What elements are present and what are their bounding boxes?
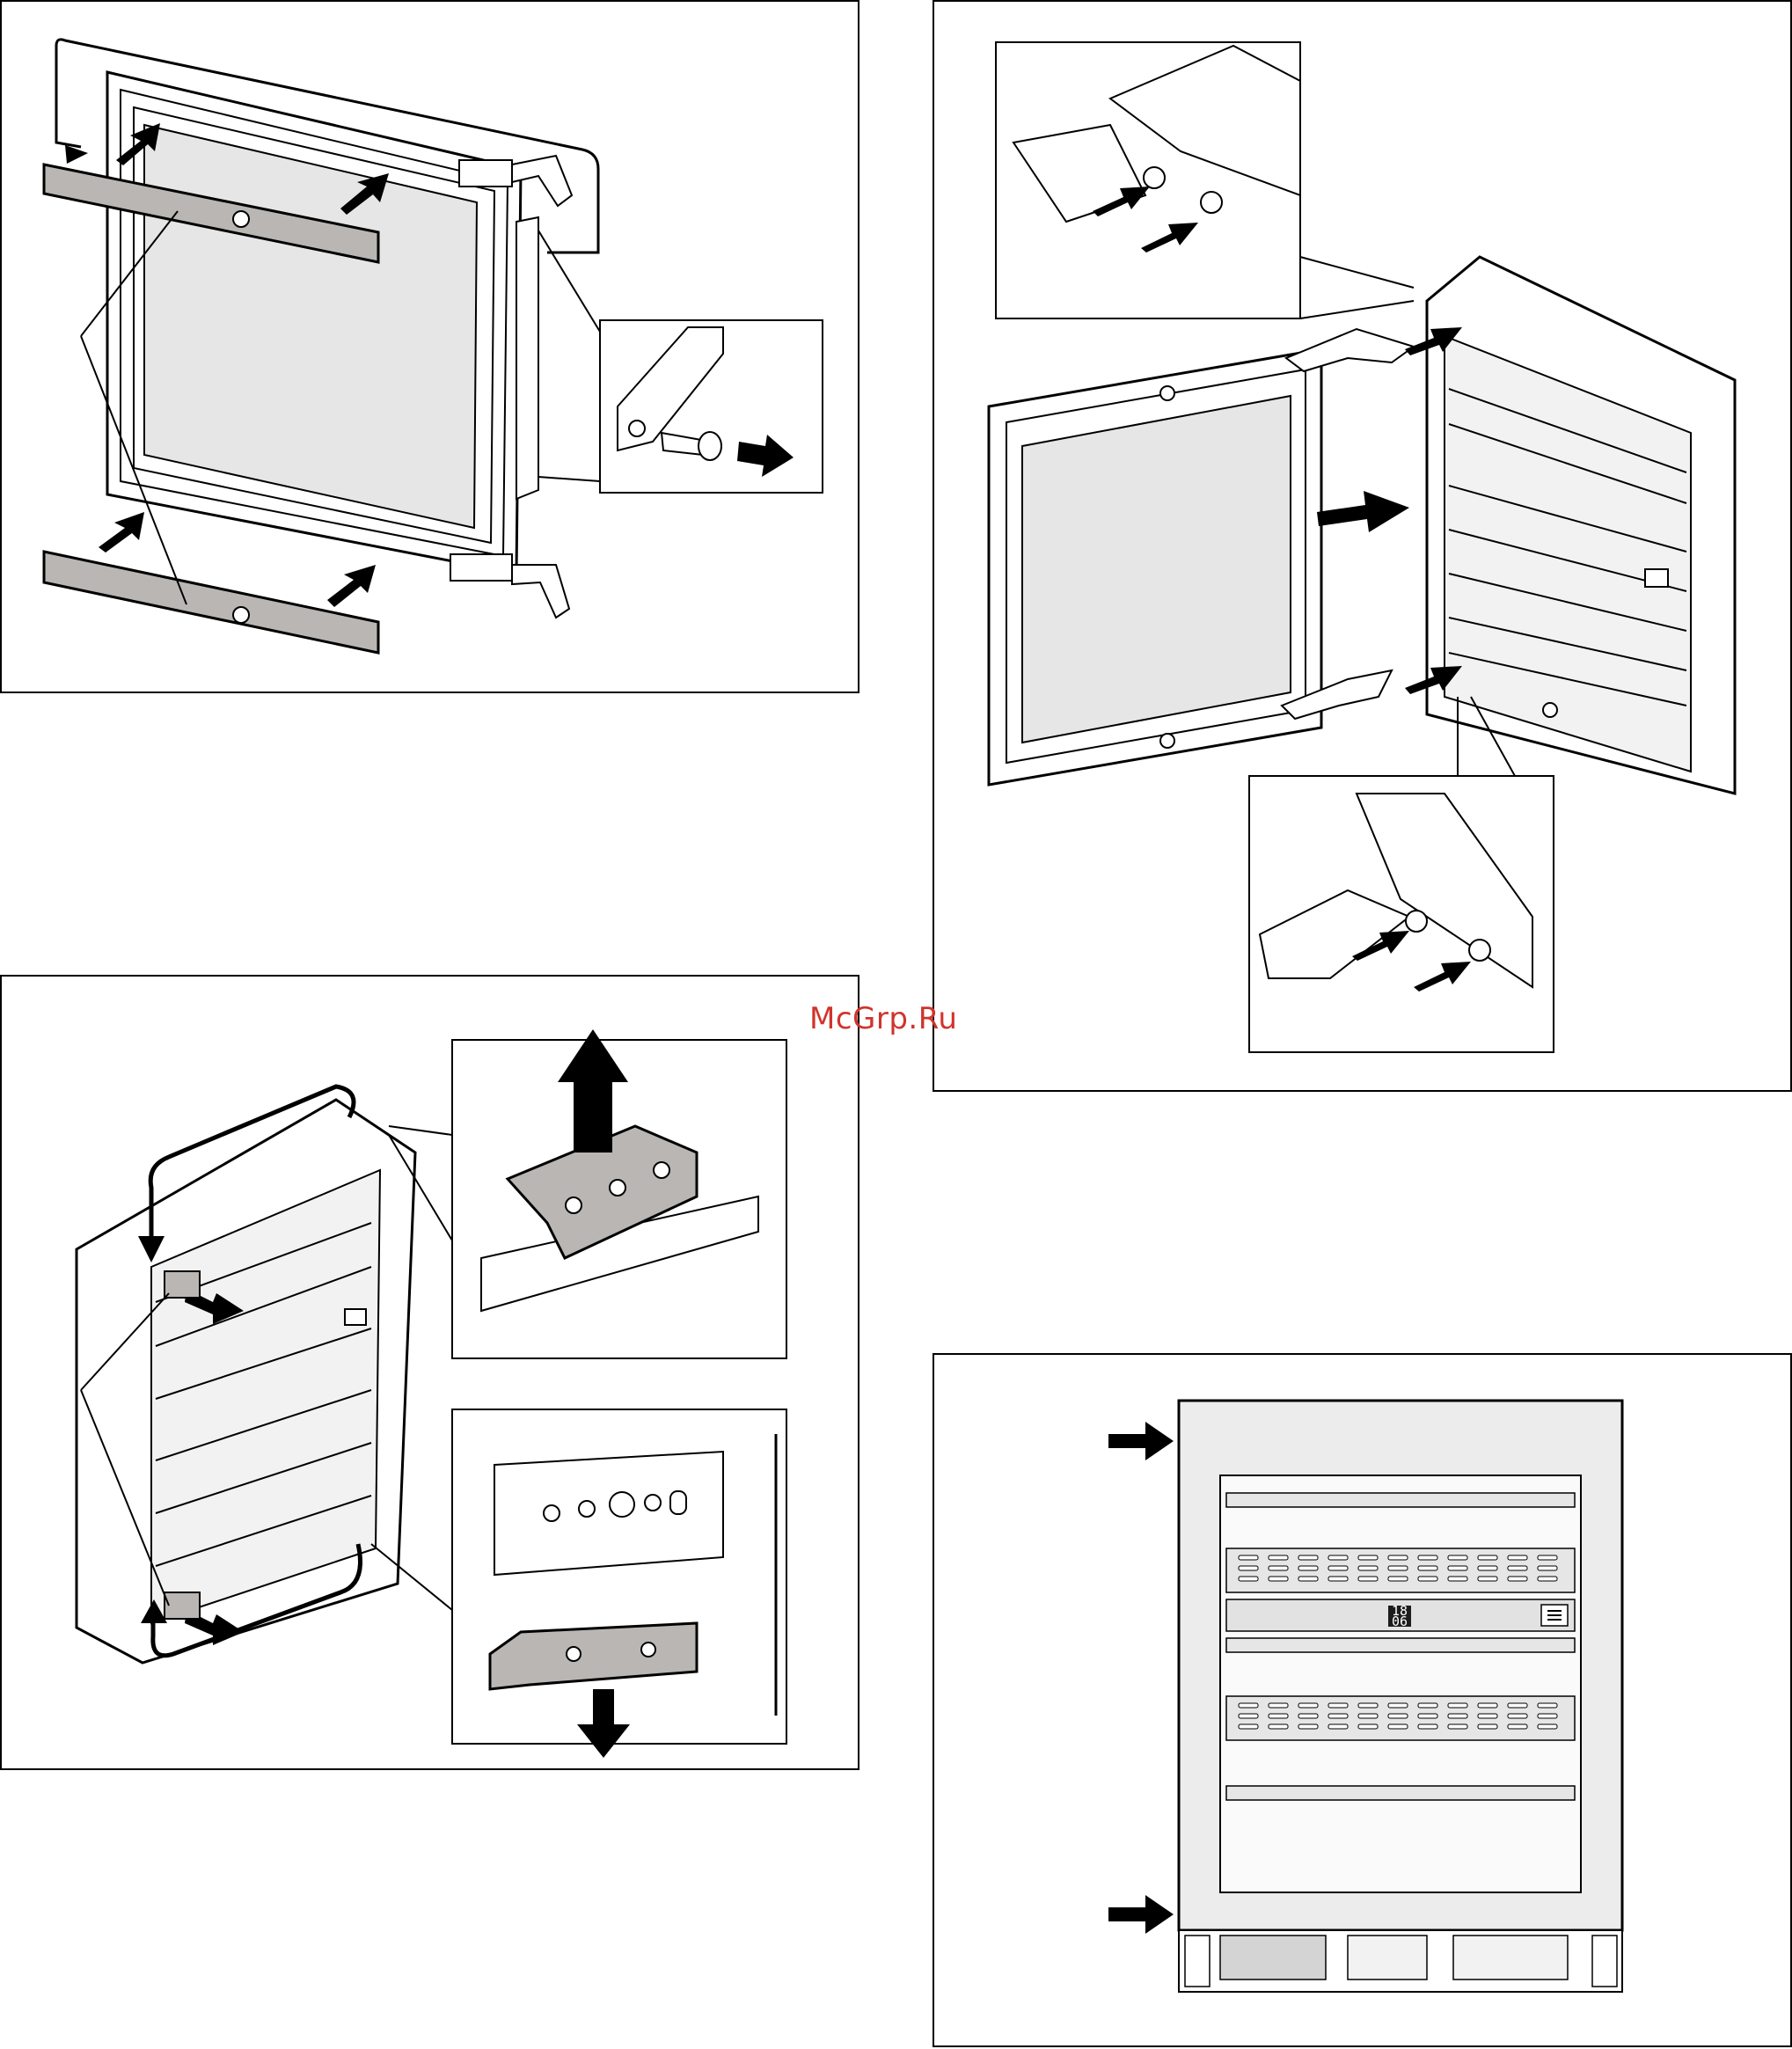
shelf-slot [1269,1714,1288,1718]
door-strips-illustration [2,2,861,695]
shelf-slot [1418,1555,1437,1560]
arrow-icon [65,145,88,164]
lower-strip [44,552,378,653]
shelf-slot [1358,1555,1378,1560]
shelf-slot [1448,1566,1467,1570]
shelf-slot [1538,1566,1557,1570]
shelf-slot [1478,1724,1497,1729]
hinge-icon [450,554,569,618]
shelf-slot [1239,1703,1258,1708]
shelf-slot [1478,1714,1497,1718]
control-panel-icon [1645,569,1668,587]
shelf-slot [1448,1724,1467,1729]
shelf-slot [1478,1703,1497,1708]
shelf-slot [1388,1566,1408,1570]
shelf-slot [1448,1703,1467,1708]
shelf-slot [1538,1577,1557,1581]
shelf-slot [1358,1724,1378,1729]
bracket-icon [165,1271,200,1298]
shelf-slot [1478,1566,1497,1570]
shelf-slot [1388,1714,1408,1718]
shelf-slot [1269,1555,1288,1560]
shelf-slot [1298,1566,1318,1570]
shelf-slot [1508,1566,1527,1570]
shelf-slot [1538,1555,1557,1560]
shelf-slot [1508,1724,1527,1729]
shelf-slot [1538,1703,1557,1708]
panel-hinge-bracket-relocation [0,975,859,1770]
shelf-slot [1388,1577,1408,1581]
door-glass [1022,396,1291,743]
shelf-slot [1239,1577,1258,1581]
bracket-icon [165,1592,200,1619]
shelf-slot [1418,1566,1437,1570]
shelf-slot [1538,1714,1557,1718]
shelf-slot [1328,1577,1348,1581]
shelf-slot [1239,1555,1258,1560]
shelf-slot [1328,1566,1348,1570]
shelf-slot [1418,1577,1437,1581]
shelf-slot [1388,1703,1408,1708]
shelf-slot [1269,1703,1288,1708]
shelf-slot [1358,1714,1378,1718]
shelf-slot [1269,1724,1288,1729]
watermark-text: McGrp.Ru [809,1001,957,1036]
shelf-slot [1508,1577,1527,1581]
shelf-slot [1508,1703,1527,1708]
shelf-slot [1388,1724,1408,1729]
foot-icon [1592,1936,1617,1987]
shelf-slot [1388,1555,1408,1560]
foot-icon [1185,1936,1210,1987]
shelf-slot [1298,1714,1318,1718]
display-line2: 06 [1392,1614,1408,1629]
shelf-slot [1328,1724,1348,1729]
shelf-slot [1508,1555,1527,1560]
shelf-slot [1478,1577,1497,1581]
arrow-icon [1108,1895,1174,1934]
bracket-relocation-illustration [2,977,861,1772]
arrow-icon [1108,1422,1174,1460]
shelf-slot [1239,1566,1258,1570]
shelf-slot [1418,1703,1437,1708]
shelf-slot [1298,1577,1318,1581]
panel-front-view-clearance: 18 06 [933,1353,1792,2047]
shelf-slot [1328,1714,1348,1718]
panel-door-hinge-removal [933,0,1792,1092]
shelf-slot [1269,1577,1288,1581]
shelf-slot [1358,1577,1378,1581]
shelf-slot [1478,1555,1497,1560]
shelf-slot [1358,1703,1378,1708]
front-view-illustration: 18 06 [934,1355,1792,2049]
shelf-slot [1239,1724,1258,1729]
shelf-slot [1328,1703,1348,1708]
door-glass [1220,1475,1581,1892]
shelf-slot [1328,1555,1348,1560]
shelf-slot [1298,1703,1318,1708]
shelf-slot [1448,1577,1467,1581]
shelf-slot [1418,1724,1437,1729]
shelf-slot [1418,1714,1437,1718]
shelf-slot [1298,1555,1318,1560]
shelf-slot [1239,1714,1258,1718]
hinge-removal-illustration [934,2,1792,1094]
shelf-slot [1538,1724,1557,1729]
shelf-slot [1448,1555,1467,1560]
shelf-slot [1269,1566,1288,1570]
shelf-slot [1508,1714,1527,1718]
shelf-slot [1448,1714,1467,1718]
ventilation-grille [1220,1936,1326,1979]
shelf-slot [1358,1566,1378,1570]
panel-door-frame-strips [0,0,859,693]
shelf-slot [1298,1724,1318,1729]
